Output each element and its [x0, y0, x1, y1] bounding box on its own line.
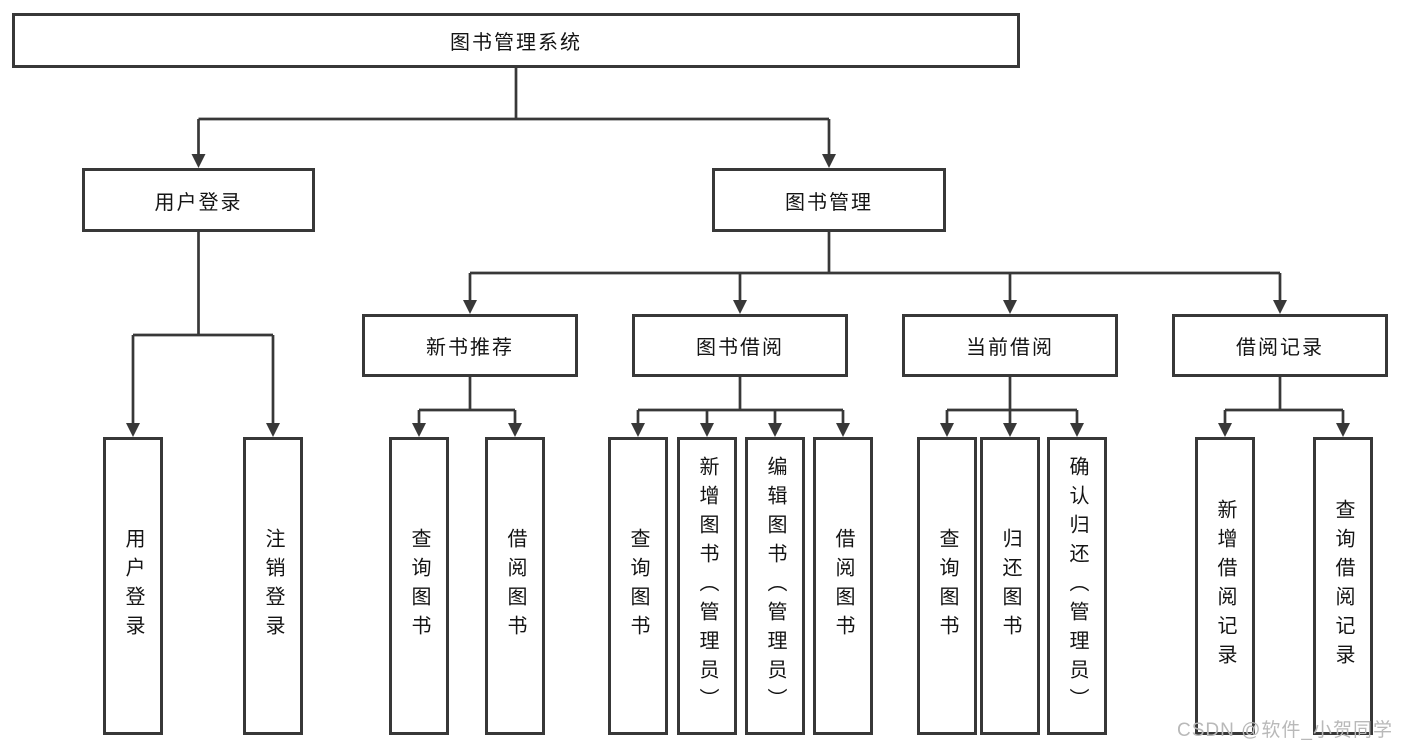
node-edit-books-admin: 编辑图书（管理员） — [745, 437, 805, 735]
connector-root-to-level2 — [197, 68, 831, 157]
node-label: 新增图书（管理员） — [696, 455, 718, 717]
node-borrow-records: 借阅记录 — [1172, 314, 1388, 377]
node-borrow-books-leaf: 借阅图书 — [813, 437, 873, 735]
node-logout-leaf: 注销登录 — [243, 437, 303, 735]
node-label: 新增借阅记录 — [1214, 499, 1236, 673]
node-book-management: 图书管理 — [712, 168, 946, 232]
node-borrow-books-recommend: 借阅图书 — [485, 437, 545, 735]
node-book-management-system: 图书管理系统 — [12, 13, 1020, 68]
node-label: 确认归还（管理员） — [1066, 455, 1088, 717]
node-query-books-current: 查询图书 — [917, 437, 977, 735]
node-add-books-admin: 新增图书（管理员） — [677, 437, 737, 735]
csdn-watermark: CSDN @软件_小贺同学 — [1177, 720, 1393, 741]
node-book-borrow: 图书借阅 — [632, 314, 848, 377]
node-add-borrow-record: 新增借阅记录 — [1195, 437, 1255, 735]
node-new-book-recommend: 新书推荐 — [362, 314, 578, 377]
node-label: 归还图书 — [999, 528, 1021, 644]
connector-user-login-children — [131, 232, 275, 426]
connector-book-borrow-children — [636, 377, 845, 426]
node-query-books-recommend: 查询图书 — [389, 437, 449, 735]
node-label: 查询图书 — [627, 528, 649, 644]
node-current-borrow: 当前借阅 — [902, 314, 1118, 377]
connector-current-borrow-children — [945, 377, 1079, 426]
node-return-books: 归还图书 — [980, 437, 1040, 735]
node-label: 借阅图书 — [832, 528, 854, 644]
connector-borrow-records-children — [1223, 377, 1345, 426]
arrowheads — [126, 154, 1350, 437]
node-label: 借阅图书 — [504, 528, 526, 644]
node-label: 查询借阅记录 — [1332, 499, 1354, 673]
node-user-login-leaf: 用户登录 — [103, 437, 163, 735]
node-confirm-return-admin: 确认归还（管理员） — [1047, 437, 1107, 735]
node-label: 查询图书 — [936, 528, 958, 644]
connector-new-book-children — [417, 377, 517, 426]
node-query-borrow-record: 查询借阅记录 — [1313, 437, 1373, 735]
node-query-books-borrow: 查询图书 — [608, 437, 668, 735]
node-label: 用户登录 — [122, 528, 144, 644]
node-label: 查询图书 — [408, 528, 430, 644]
node-label: 编辑图书（管理员） — [764, 455, 786, 717]
node-label: 注销登录 — [262, 528, 284, 644]
node-user-login: 用户登录 — [82, 168, 315, 232]
connector-book-mgmt-groups — [468, 232, 1282, 303]
